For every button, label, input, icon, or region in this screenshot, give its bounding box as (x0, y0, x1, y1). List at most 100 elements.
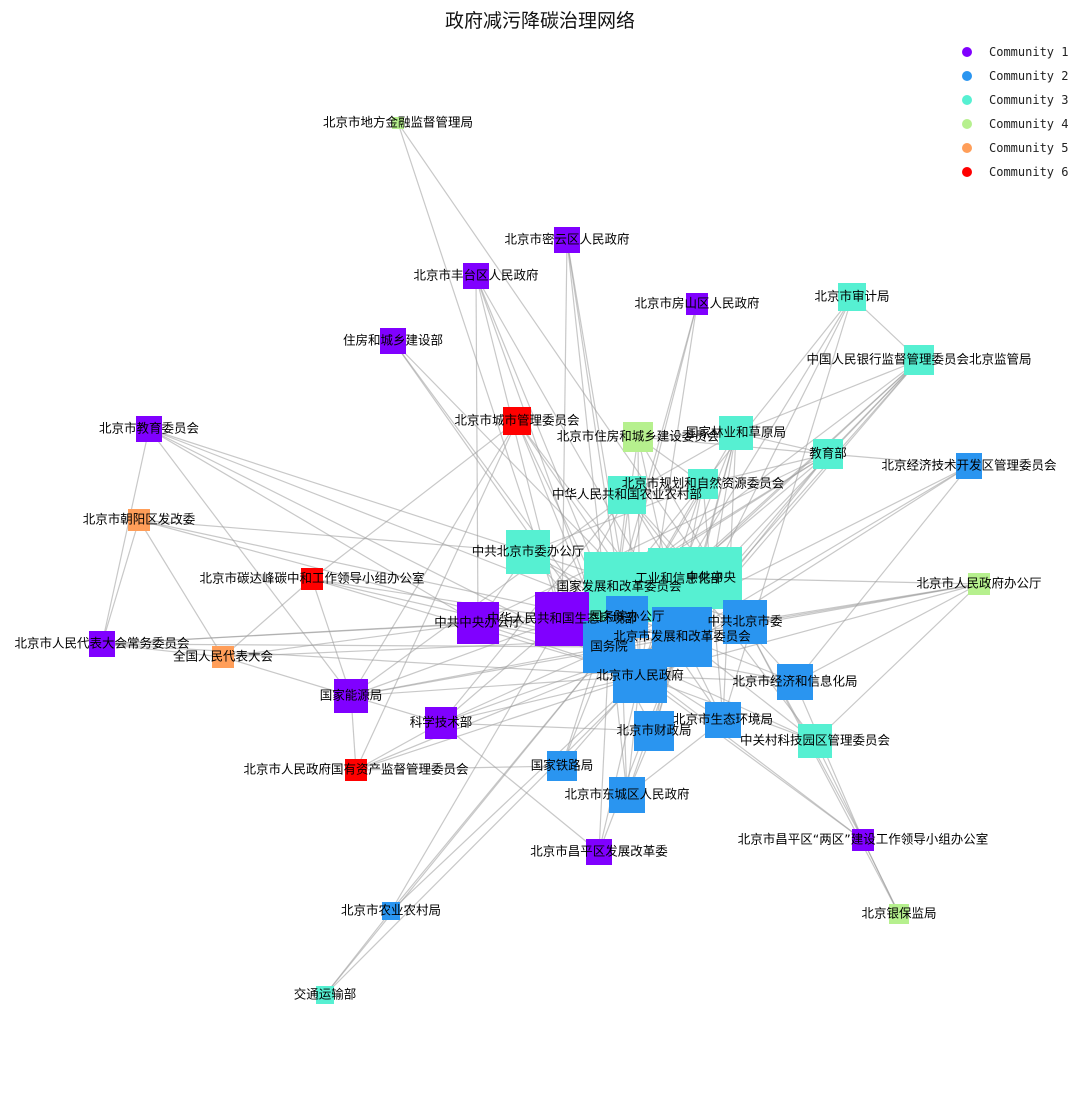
edge-changping_lq-jingxin (794, 681, 864, 841)
node-label-caizheng: 北京市财政局 (616, 723, 691, 738)
node-shi_zf_ban (968, 573, 990, 595)
node-label-zhongyang: 中共中央 (686, 570, 737, 585)
node-label-jiaotong: 交通运输部 (294, 987, 357, 1002)
edge-fangshan-fagaiwei (618, 303, 698, 588)
edge-changping_fg-shi_zf (598, 675, 641, 853)
node-shengtai_bu (535, 592, 589, 646)
node-jingxin (777, 664, 813, 700)
node-label-jinrong: 北京市地方金融监督管理局 (323, 115, 473, 130)
node-kejibu (425, 707, 457, 739)
node-label-renda_ch: 北京市人民代表大会常务委员会 (14, 636, 190, 651)
edge-shi_zf_ban-zhongyang (710, 577, 980, 585)
edge-chengguan-guozi (355, 420, 518, 771)
node-label-tielu: 国家铁路局 (531, 758, 594, 773)
legend-item-community-3: Community 3 (956, 88, 1068, 112)
edge-yinbao-shiwei (744, 621, 900, 915)
node-label-fengtai: 北京市丰台区人民政府 (413, 268, 538, 283)
edge-shi_nongye-shengtai_bu (390, 618, 563, 912)
chart-title: 政府减污降碳治理网络 (444, 10, 635, 32)
edge-renmin_yh-linye (735, 359, 920, 434)
node-label-chaoyang: 北京市朝阳区发改委 (83, 512, 196, 527)
node-label-renmin_yh: 中国人民银行监督管理委员会北京监管局 (806, 352, 1031, 367)
edge-changping_fg-kejibu (440, 722, 600, 853)
node-label-jingkai: 北京经济技术开发区管理委员会 (881, 458, 1057, 473)
edge-renmin_yh-jiaoyubu (827, 359, 920, 455)
node-linye (719, 416, 753, 450)
legend: Community 1 Community 2 Community 3 Communi… (956, 40, 1068, 184)
legend-marker-icon (962, 119, 972, 129)
node-label-dongcheng: 北京市东城区人民政府 (564, 787, 689, 802)
legend-marker-icon (962, 95, 972, 105)
node-renda_ch (89, 631, 115, 657)
node-zhujianwei (623, 422, 653, 452)
legend-marker-icon (962, 167, 972, 177)
node-jinrong (392, 117, 404, 129)
edge-jiaoyubu-guihua (702, 453, 829, 485)
node-label-shenji: 北京市审计局 (814, 289, 889, 304)
edge-jiaoyubu-jingkai (827, 453, 970, 467)
node-label-changping_lq: 北京市昌平区“两区”建设工作领导小组办公室 (738, 832, 988, 847)
edge-shi_nongye-shi_zf (390, 675, 641, 912)
node-label-jiaoyubu: 教育部 (809, 446, 847, 461)
legend-item-community-2: Community 2 (956, 64, 1068, 88)
node-label-jiaowei: 北京市教育委员会 (99, 421, 200, 436)
node-label-fagaiwei: 国家发展和改革委员会 (556, 579, 682, 594)
node-label-fangshan: 北京市房山区人民政府 (634, 296, 759, 311)
edge-shenji-gongxin (678, 296, 853, 580)
legend-label: Community 5 (989, 141, 1069, 155)
node-shi_nongye (382, 902, 400, 920)
edge-jiaowei-zhongban (148, 428, 479, 624)
node-label-kejibu: 科学技术部 (410, 715, 473, 730)
edge-guozi-shi_zf (355, 675, 641, 771)
edge-shi_zf_ban-zhongguancun (814, 583, 980, 742)
node-label-zhujianbu: 住房和城乡建设部 (343, 333, 443, 348)
edge-changping_fg-guowuyuan (598, 646, 610, 853)
edge-nengyuan-shengtai_bu (350, 618, 563, 697)
node-fengtai (463, 263, 489, 289)
node-label-shiwei: 中共北京市委 (707, 614, 783, 629)
node-nengyuan (334, 679, 368, 713)
legend-label: Community 2 (989, 69, 1069, 83)
node-label-zhongban: 中共中央办公厅 (434, 615, 522, 630)
node-jiaotong (316, 986, 334, 1004)
edge-tanda-nengyuan (311, 578, 352, 697)
legend-item-community-6: Community 6 (956, 160, 1068, 184)
node-label-guowuyuan: 国务院 (590, 639, 628, 654)
legend-item-community-5: Community 5 (956, 136, 1068, 160)
node-label-guihua: 北京市规划和自然资源委员会 (622, 476, 785, 491)
edge-guozi-tielu (355, 765, 563, 771)
node-label-shi_nongye: 北京市农业农村局 (341, 903, 441, 918)
nodes-layer (89, 117, 990, 1004)
node-changping_fg (586, 839, 612, 865)
node-label-shi_fgw: 北京市发展和改革委员会 (613, 629, 751, 644)
edge-nengyuan-guowuyuan (350, 646, 610, 697)
node-label-zhujianwei: 北京市住房和城乡建设委员会 (557, 429, 720, 444)
edge-miyun-shengtai_bu (561, 239, 568, 620)
edge-miyun-fagaiwei (566, 239, 620, 588)
edge-yinbao-zhongguancun (814, 740, 900, 915)
node-dongcheng (609, 777, 645, 813)
node-fangshan (686, 293, 708, 315)
edge-nengyuan-shi_zf (350, 675, 641, 697)
node-renmin_yh (904, 345, 934, 375)
node-jiaowei (136, 416, 162, 442)
node-label-shengtai_ju: 北京市生态环境局 (673, 712, 773, 727)
legend-marker-icon (962, 71, 972, 81)
node-tielu (547, 751, 577, 781)
node-shengtai_ju (705, 702, 741, 738)
node-label-miyun: 北京市密云区人民政府 (504, 232, 629, 247)
node-zhongban (457, 602, 499, 644)
legend-item-community-1: Community 1 (956, 40, 1068, 64)
node-label-tanda: 北京市碳达峰碳中和工作领导小组办公室 (199, 571, 424, 586)
edge-chaoyang-shiwei_ban (138, 519, 529, 553)
edge-renda_ch-quanguo_rd (101, 643, 224, 658)
node-label-nongye: 中华人民共和国农业农村部 (552, 487, 702, 502)
node-label-changping_fg: 北京市昌平区发展改革委 (530, 844, 668, 859)
legend-label: Community 6 (989, 165, 1069, 179)
node-label-jingxin: 北京市经济和信息化局 (732, 674, 857, 689)
node-yinbao (889, 904, 909, 924)
node-shi_zf (613, 649, 667, 703)
legend-label: Community 4 (989, 117, 1069, 131)
edge-jingkai-jingxin (794, 465, 970, 683)
